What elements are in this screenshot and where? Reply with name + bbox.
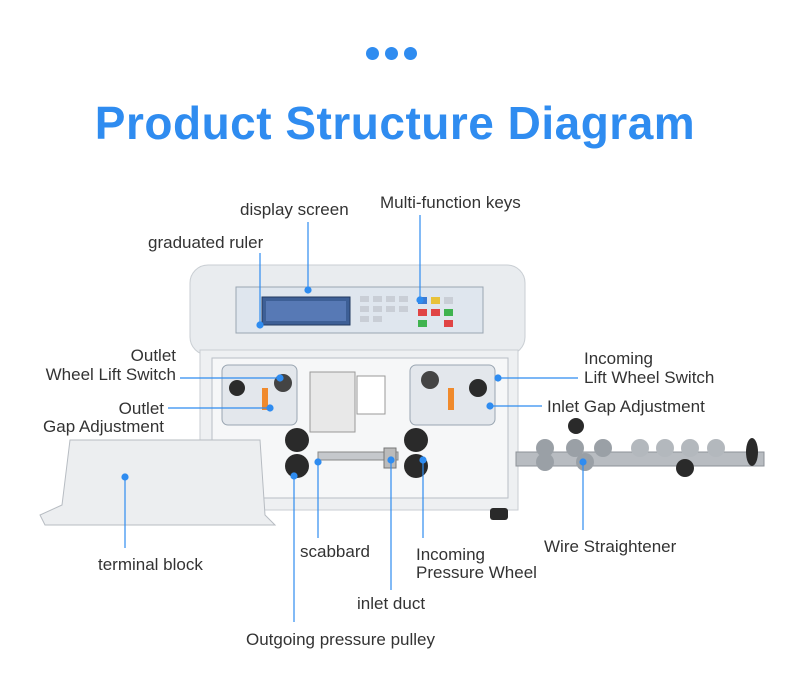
inlet-indicator — [448, 388, 454, 410]
label-scabbard: scabbard — [300, 542, 370, 561]
outgoing-pressure-wheel-bottom — [285, 454, 309, 478]
scabbard-rod — [317, 451, 399, 461]
label-inlet-gap-adjustment: Inlet Gap Adjustment — [547, 397, 705, 416]
label-multi-function-keys: Multi-function keys — [380, 193, 521, 212]
dot — [366, 47, 379, 60]
straightener-end-knob — [746, 438, 758, 466]
incoming-pressure-wheel-top — [404, 428, 428, 452]
terminal-block-tray — [39, 439, 277, 526]
page-title: Product Structure Diagram — [94, 97, 696, 149]
label-wire-straightener: Wire Straightener — [544, 537, 677, 556]
outlet-gap-knob — [229, 380, 245, 396]
blade-housing — [309, 371, 356, 433]
decorative-dots — [366, 47, 426, 61]
label-outlet-wheel-lift-switch-line2: Wheel Lift Switch — [45, 365, 176, 384]
label-outlet-wheel-lift-switch-line1: Outlet — [130, 346, 176, 365]
machine-foot — [490, 508, 508, 520]
dot — [404, 47, 417, 60]
label-outlet-gap-adjustment-line2: Gap Adjustment — [43, 417, 164, 436]
label-outgoing-pressure-pulley: Outgoing pressure pulley — [246, 630, 436, 649]
straightener-rollers — [536, 439, 725, 471]
label-display-screen: display screen — [240, 200, 349, 219]
label-graduated-ruler: graduated ruler — [148, 233, 264, 252]
label-inlet-duct: inlet duct — [357, 594, 426, 613]
label-terminal-block: terminal block — [98, 555, 203, 574]
warning-label — [356, 375, 386, 415]
label-incoming-lift-wheel-switch-line2: Lift Wheel Switch — [584, 368, 715, 387]
label-incoming-lift-wheel-switch-line1: Incoming — [584, 349, 653, 368]
display-screen-inner — [266, 301, 346, 321]
outgoing-pressure-wheel-top — [285, 428, 309, 452]
leader-lines — [121, 215, 587, 622]
straightener-knob-top — [568, 418, 584, 434]
inlet-gap-knob — [469, 379, 487, 397]
outlet-indicator — [262, 388, 268, 410]
label-outlet-gap-adjustment-line1: Outlet — [118, 399, 164, 418]
label-incoming-pressure-wheel-line2: Pressure Wheel — [416, 563, 537, 582]
straightener-knob-bottom — [676, 459, 694, 477]
label-incoming-pressure-wheel-line1: Incoming — [416, 545, 485, 564]
inlet-lift-switch — [421, 371, 439, 389]
dot — [385, 47, 398, 60]
